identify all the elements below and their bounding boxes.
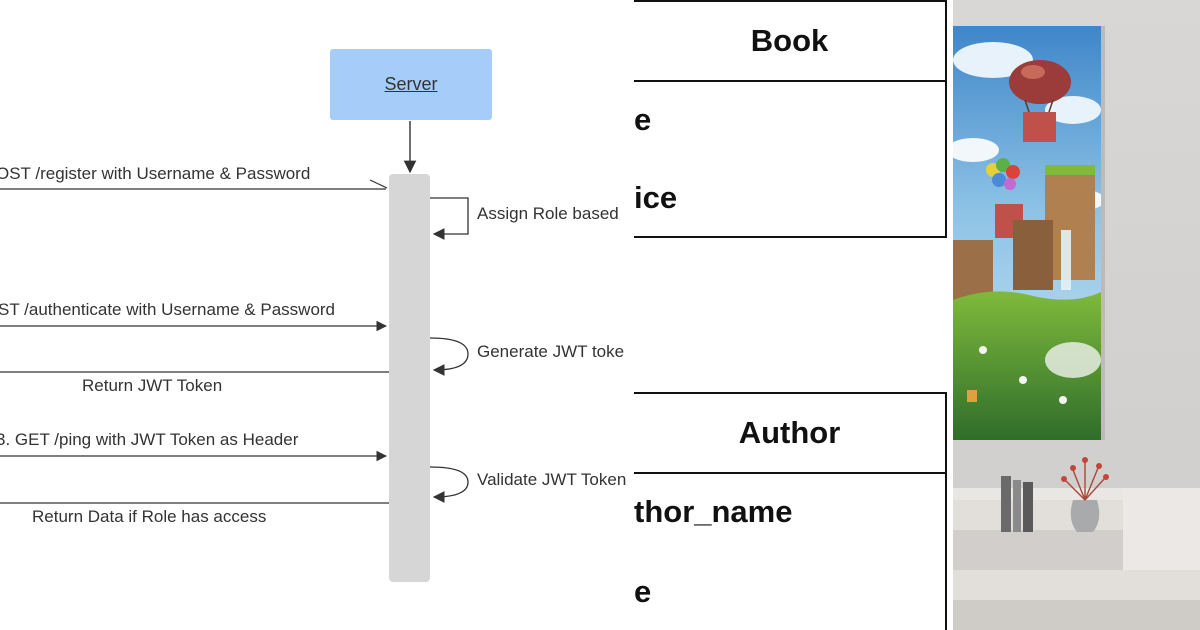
sequence-diagram-panel: Server OST /register with Username & Pas… [0,49,627,582]
author-field-2: e [634,574,652,609]
validate-token-loop [429,466,469,503]
assign-role-loop [430,197,469,240]
book-class-box: Book e ice [634,0,947,238]
assign-role-label: Assign Role based [477,204,619,223]
ping-message-label: 3. GET /ping with JWT Token as Header [0,430,299,449]
return-token-label: Return JWT Token [82,376,223,395]
server-lifeline [389,174,430,582]
author-class-title: Author [634,394,945,474]
server-participant: Server [330,49,492,120]
authenticate-message-label: ST /authenticate with Username & Passwor… [0,300,336,319]
uml-class-panel: Book e ice Author thor_name e [634,0,953,630]
balloon-island-poster-icon [953,0,1200,630]
generate-token-loop [429,337,469,376]
author-field-1: thor_name [634,494,793,529]
book-field-2: ice [634,180,678,215]
validate-token-label: Validate JWT Token [477,470,627,489]
return-data-label: Return Data if Role has access [32,507,267,526]
book-class-title: Book [634,2,945,82]
generate-token-label: Generate JWT toke [477,342,625,361]
author-class-box: Author thor_name e [634,392,947,630]
poster-room-photo [953,0,1200,630]
sequence-diagram-lines [0,121,469,582]
book-field-1: e [634,102,652,137]
register-message-label: OST /register with Username & Password [0,164,311,183]
server-label: Server [384,74,438,94]
